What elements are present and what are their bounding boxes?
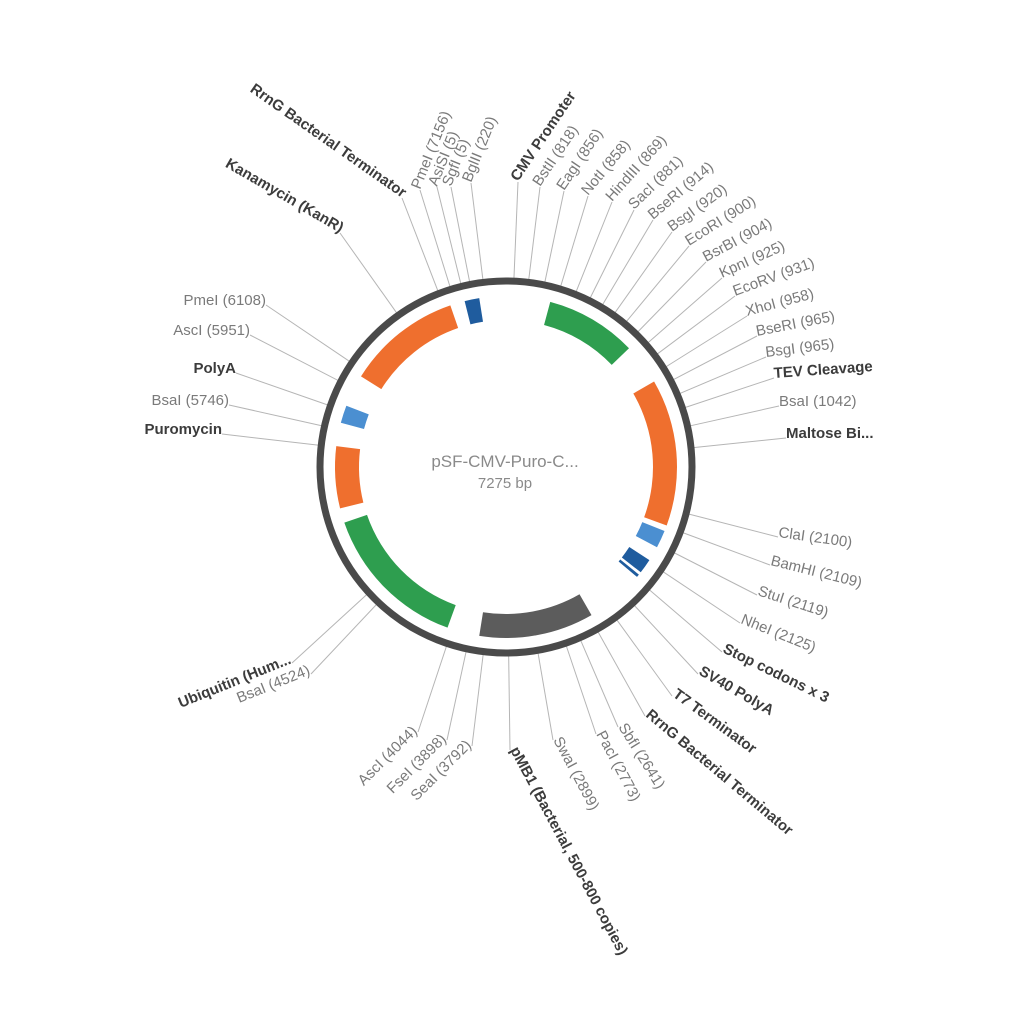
- leader-line: [677, 356, 767, 395]
- leader-line: [417, 643, 448, 733]
- plasmid-backbone: [316, 277, 696, 657]
- leader-line: [339, 232, 399, 316]
- leader-line: [559, 195, 589, 290]
- leader-line: [614, 617, 673, 697]
- leader-line: [436, 186, 462, 287]
- label-polya: PolyA: [193, 360, 236, 377]
- label-clai-2100: ClaI (2100): [777, 524, 853, 551]
- leader-line: [588, 209, 635, 301]
- leader-line: [471, 651, 484, 747]
- leader-line: [235, 372, 331, 407]
- leader-line: [671, 551, 758, 596]
- leader-line: [635, 261, 707, 335]
- label-stui-2119: StuI (2119): [756, 583, 831, 622]
- leader-line: [600, 219, 654, 308]
- leader-line: [265, 304, 353, 364]
- label-kanamycin: Kanamycin (KanR): [223, 155, 347, 236]
- leader-line: [249, 334, 341, 383]
- leader-line: [686, 512, 779, 538]
- feature-arc-9: [344, 514, 456, 628]
- label-tev-cleavage: TEV Cleavage: [773, 358, 873, 382]
- feature-arc-6: [621, 547, 650, 573]
- leader-line: [310, 602, 379, 675]
- leader-line: [470, 182, 484, 283]
- leader-line: [527, 186, 541, 283]
- leader-line: [450, 186, 471, 285]
- plasmid-size: 7275 bp: [478, 475, 532, 492]
- leader-line: [612, 231, 673, 316]
- leader-line: [574, 201, 613, 295]
- leader-line: [221, 433, 322, 447]
- leader-line: [624, 245, 690, 325]
- leader-line: [632, 603, 699, 675]
- feature-arc-5: [635, 522, 665, 548]
- label-pmei-6108: PmeI (6108): [183, 292, 266, 309]
- feature-arcs: [335, 298, 677, 638]
- leader-lines: [221, 181, 787, 751]
- leader-line: [690, 437, 787, 449]
- feature-arc-2: [464, 298, 484, 325]
- plasmid-name: pSF-CMV-Puro-C...: [431, 452, 578, 471]
- feature-arc-10: [335, 446, 364, 509]
- leader-line: [513, 181, 519, 282]
- leader-line: [537, 650, 554, 741]
- leader-line: [291, 592, 370, 664]
- leader-line: [564, 643, 597, 735]
- leader-line: [646, 587, 723, 653]
- label-asci-5951: AscI (5951): [173, 322, 250, 339]
- label-swai-2899: SwaI (2899): [549, 734, 602, 813]
- feature-arc-7: [618, 559, 639, 577]
- label-bsgi-965: BsgI (965): [764, 336, 835, 361]
- feature-arc-8: [479, 594, 592, 638]
- feature-arc-4: [633, 381, 677, 526]
- leader-line: [670, 335, 758, 382]
- leader-line: [508, 652, 511, 751]
- label-bsai-5746: BsaI (5746): [151, 392, 229, 409]
- feature-arc-11: [340, 405, 369, 429]
- leader-line: [660, 569, 741, 624]
- leader-line: [663, 315, 748, 369]
- feature-arc-1: [360, 305, 459, 390]
- label-bamhi-2109: BamHI (2109): [769, 552, 864, 591]
- leader-line: [654, 295, 736, 357]
- leader-line: [596, 629, 646, 717]
- label-nhei-2125: NheI (2125): [739, 611, 819, 656]
- leader-line: [687, 405, 780, 427]
- label-maltose: Maltose Bi...: [786, 425, 874, 442]
- feature-arc-3: [544, 301, 630, 365]
- leader-line: [419, 189, 452, 290]
- leader-line: [228, 404, 325, 427]
- leader-line: [446, 648, 468, 741]
- leader-line: [401, 197, 440, 294]
- label-bsai-1042: BsaI (1042): [779, 393, 857, 410]
- leader-line: [543, 190, 565, 286]
- label-puromycin: Puromycin: [144, 421, 222, 438]
- leader-line: [645, 277, 723, 345]
- leader-line: [579, 637, 619, 728]
- leader-line: [680, 531, 771, 566]
- leader-line: [682, 377, 775, 409]
